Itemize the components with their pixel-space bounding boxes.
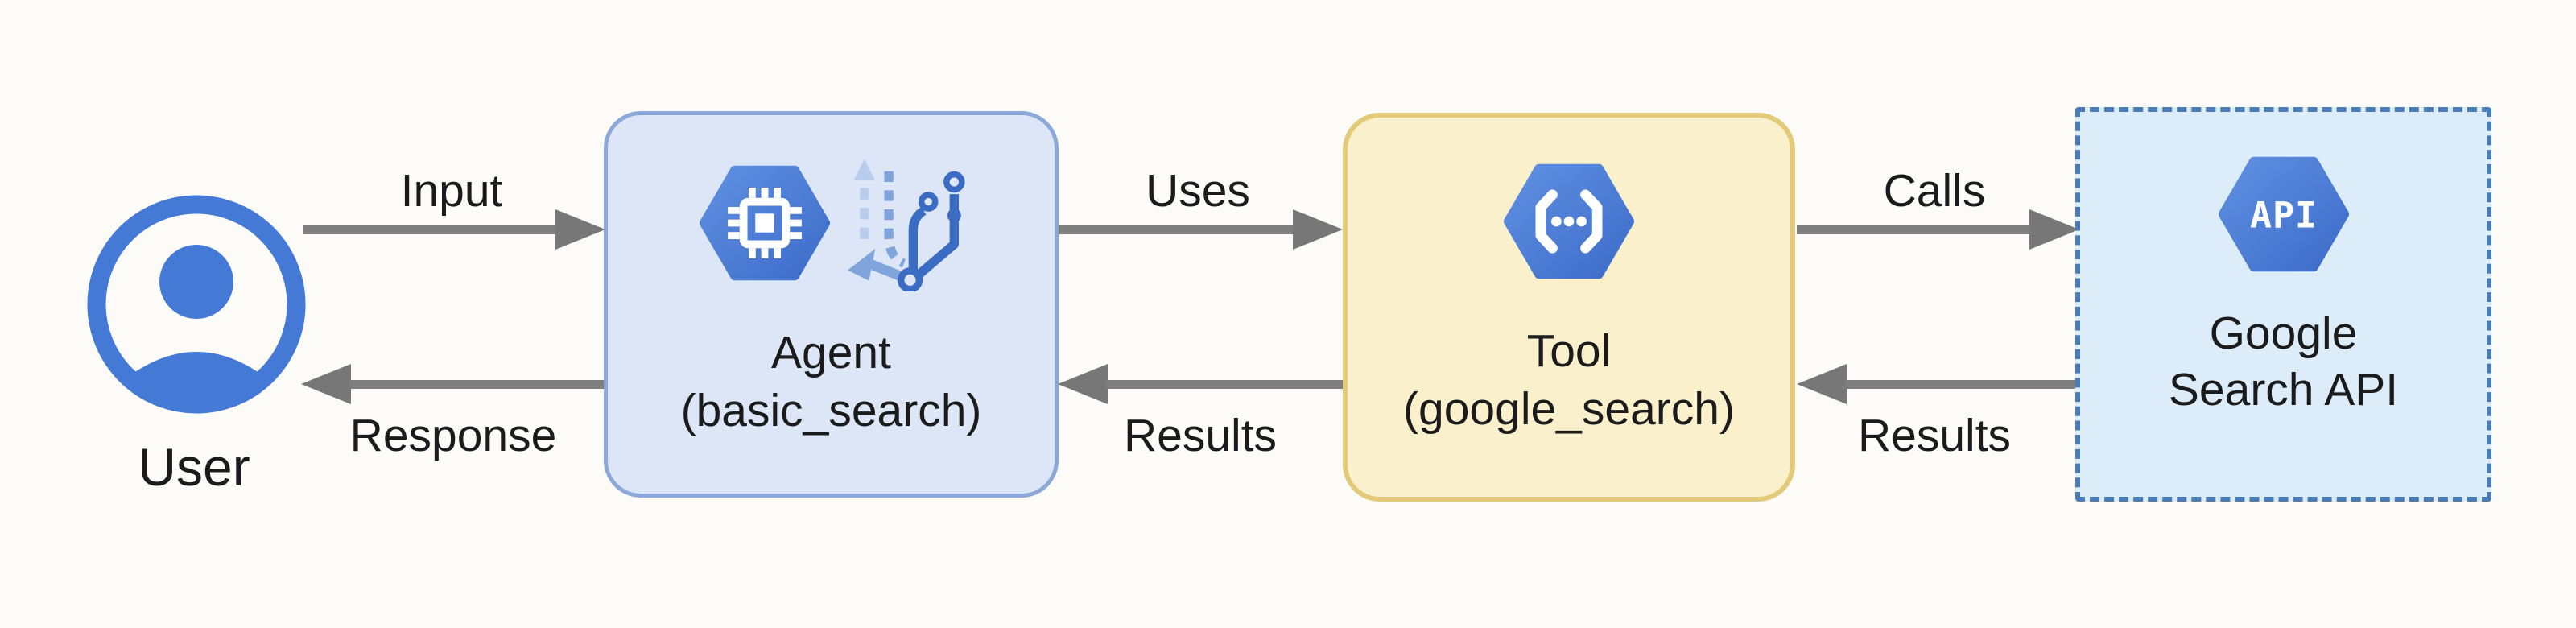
agent-subtitle: (basic_search) — [680, 385, 982, 436]
arrow-shaft — [1845, 380, 2079, 389]
arrow-shaft — [1059, 225, 1294, 234]
google-search-api-node: API Google Search API — [2075, 107, 2491, 502]
api-hexagon-icon: API — [2218, 156, 2349, 272]
arrow-head-left-icon — [301, 364, 351, 404]
workflow-branch-icon — [847, 159, 965, 291]
edge-label-response: Response — [349, 410, 557, 461]
tool-icon-row — [1502, 158, 1636, 285]
arrow-shaft — [303, 225, 557, 234]
user-node-label: User — [138, 437, 250, 497]
edge-label-calls: Calls — [1883, 165, 1986, 217]
api-icon-text: API — [2249, 194, 2317, 237]
edge-label-results-tool: Results — [1123, 410, 1278, 461]
api-title-line2: Search API — [2168, 364, 2399, 415]
cpu-chip-hexagon-icon — [699, 165, 830, 281]
api-icon-row: API — [2217, 154, 2351, 275]
arrow-shaft — [1797, 225, 2031, 234]
arrow-head-right-icon — [2029, 209, 2079, 250]
arrow-head-right-icon — [555, 209, 605, 250]
edge-label-input: Input — [400, 165, 503, 217]
arrow-shaft — [349, 380, 604, 389]
tool-title: Tool — [1526, 325, 1612, 377]
edge-label-results-api: Results — [1857, 410, 2012, 461]
api-title-line1: Google — [2209, 308, 2358, 359]
edge-label-uses: Uses — [1146, 165, 1250, 217]
person-circle-icon — [87, 195, 306, 414]
arrow-head-left-icon — [1797, 364, 1847, 404]
arrow-head-right-icon — [1293, 209, 1343, 250]
agent-title: Agent — [771, 327, 891, 378]
agent-node: Agent (basic_search) — [604, 111, 1059, 498]
tool-subtitle: (google_search) — [1403, 383, 1735, 435]
tool-node: Tool (google_search) — [1343, 113, 1795, 502]
agent-icon-row — [698, 159, 965, 291]
arrow-head-left-icon — [1058, 364, 1108, 404]
code-brackets-hexagon-icon — [1503, 163, 1635, 279]
arrow-shaft — [1106, 380, 1343, 389]
